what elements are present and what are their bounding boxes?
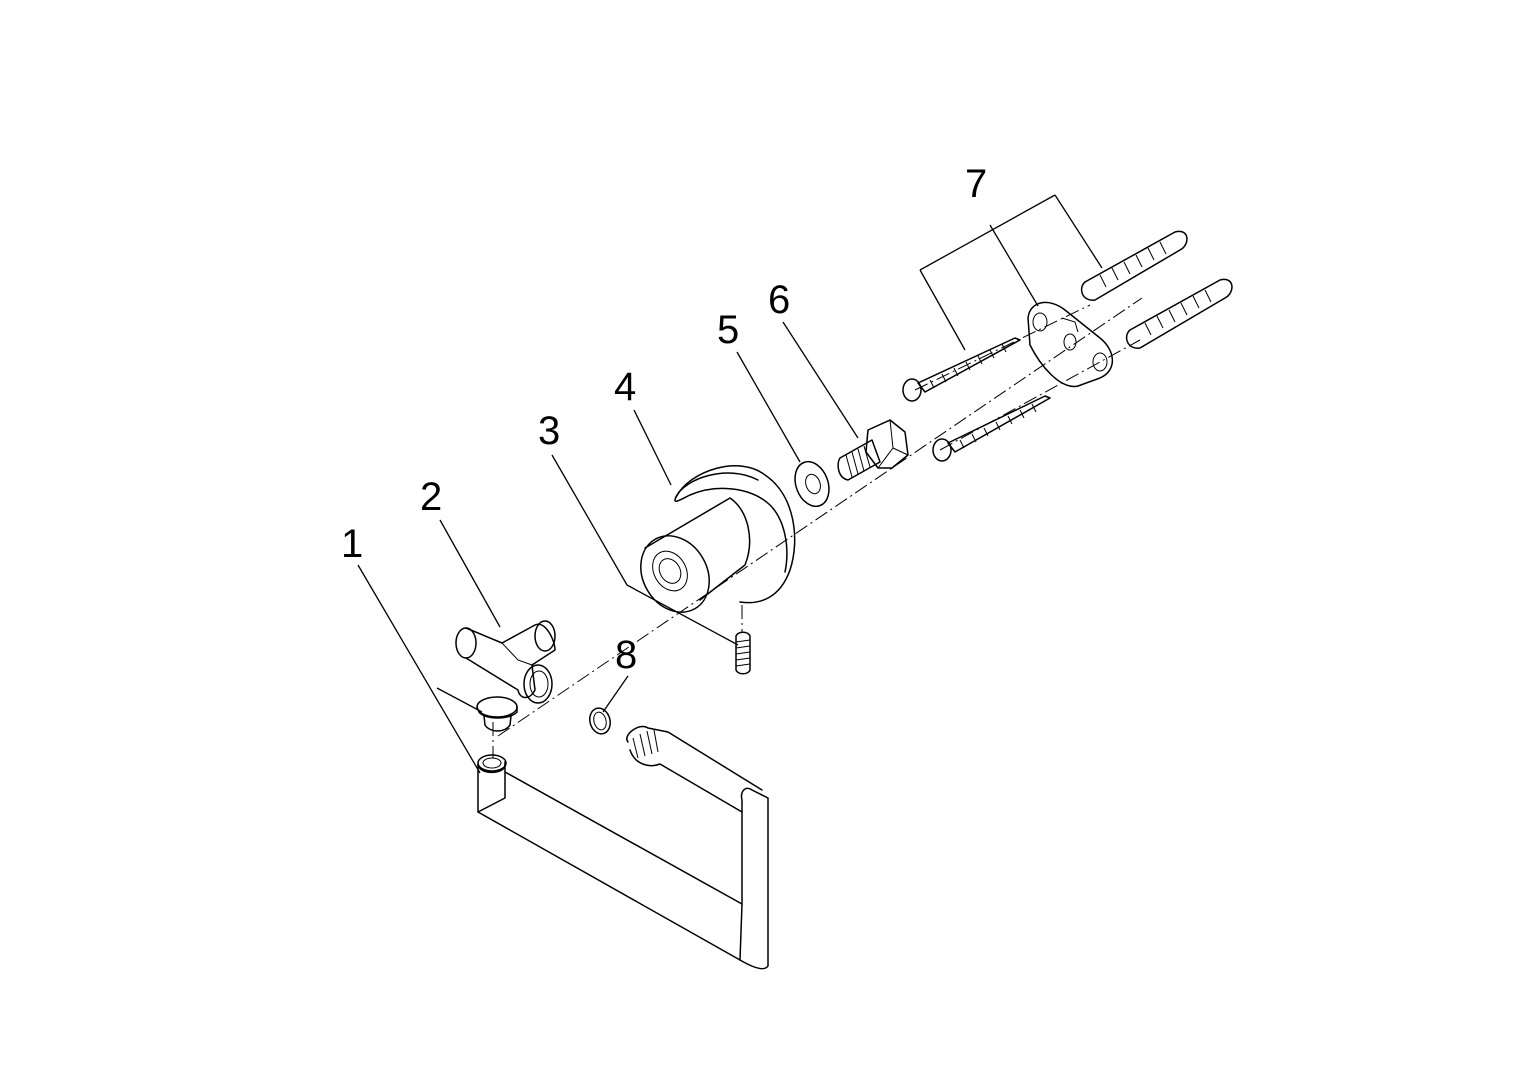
leader-4 — [633, 409, 672, 486]
part-7-screw-lower — [932, 395, 1051, 462]
bar-threaded-end — [626, 725, 763, 813]
callout-3: 3 — [538, 409, 560, 453]
leader-8 — [602, 675, 629, 713]
leader-7-bar — [919, 194, 1056, 271]
center-lines — [492, 297, 1143, 758]
leader-3 — [551, 454, 628, 586]
leader-2 — [439, 519, 501, 628]
callout-8: 8 — [615, 633, 637, 677]
part-5-washer — [794, 460, 830, 508]
part-8-o-ring — [589, 707, 611, 735]
callout-7: 7 — [965, 162, 987, 206]
leader-7-plate — [989, 224, 1039, 307]
part-7-screw-upper — [902, 337, 1021, 402]
leader-6 — [782, 321, 859, 439]
part-7-dowel-upper — [1080, 230, 1188, 301]
part-7-mounting-plate — [1027, 301, 1114, 388]
part-2-t-piece — [455, 620, 556, 704]
part-1-ring-body — [477, 754, 769, 970]
callout-4: 4 — [614, 365, 636, 409]
leader-1 — [357, 564, 481, 774]
leader-5 — [736, 351, 801, 463]
leader-1b — [436, 687, 483, 713]
callout-2: 2 — [420, 475, 442, 519]
leader-7-left — [919, 269, 966, 351]
leader-lines — [357, 194, 1103, 774]
part-4-rosette — [640, 465, 796, 613]
leader-7-right — [1054, 194, 1103, 269]
callout-labels: 1 2 3 4 5 6 7 8 — [341, 162, 987, 677]
part-3-set-screw — [735, 631, 751, 675]
part-1-cap — [476, 696, 518, 732]
part-6-threaded-nipple — [837, 419, 909, 481]
callout-5: 5 — [717, 308, 739, 352]
callout-1: 1 — [341, 522, 363, 566]
callout-6: 6 — [768, 278, 790, 322]
leader-3b — [626, 584, 739, 646]
part-7-dowel-lower — [1125, 278, 1233, 349]
